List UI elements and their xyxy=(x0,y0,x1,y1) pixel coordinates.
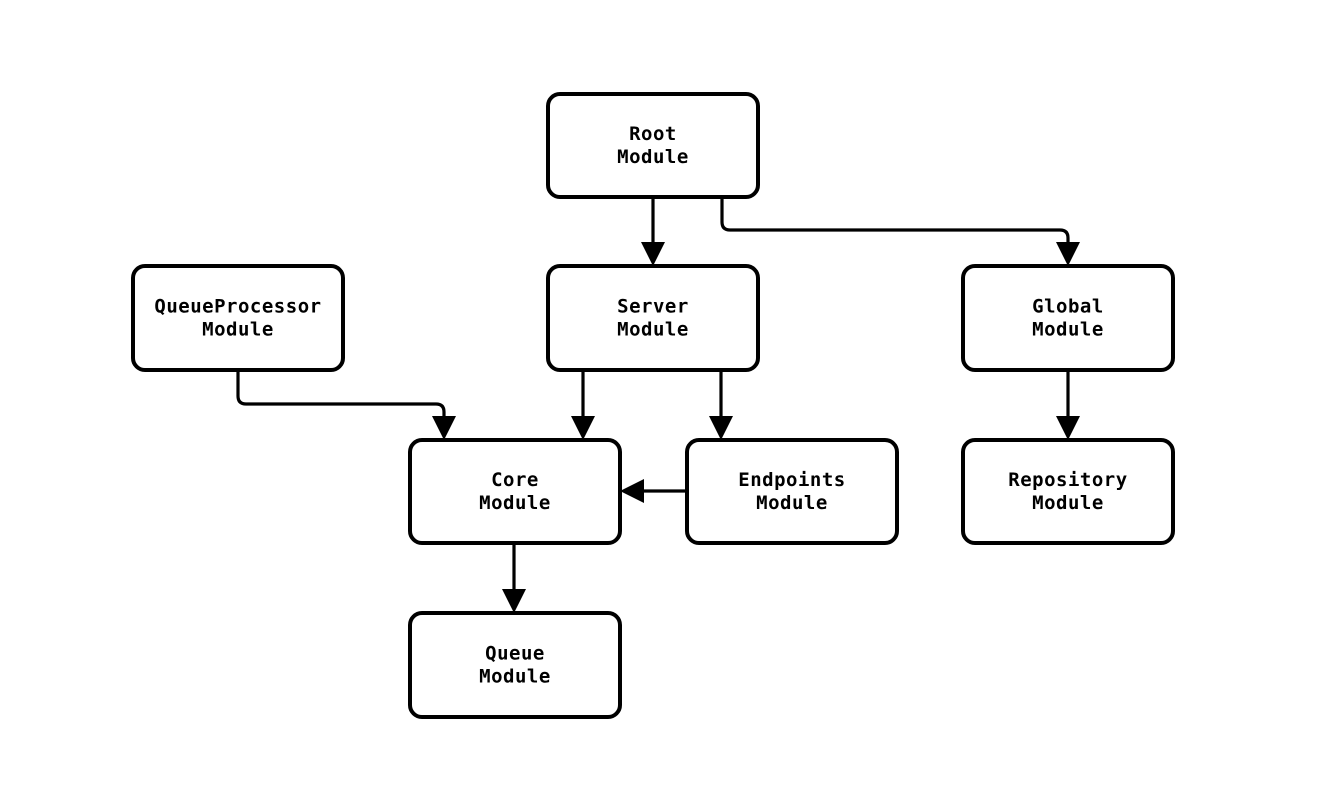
arrowhead-icon-server-to-endpoints xyxy=(709,416,733,440)
node-box-core[interactable] xyxy=(408,438,622,545)
node-label-line2-endpoints: Module xyxy=(756,492,828,514)
node-box-queue[interactable] xyxy=(408,611,622,719)
node-box-queueprocessor[interactable] xyxy=(131,264,345,372)
arrowhead-icon-queueprocessor-to-core xyxy=(432,416,456,440)
edges-layer xyxy=(236,197,1080,613)
node-label-line1-root: Root xyxy=(629,123,677,145)
node-label-line2-queueprocessor: Module xyxy=(202,319,274,341)
edge-queueprocessor-to-core xyxy=(236,370,456,440)
node-label-line1-queueprocessor: QueueProcessor xyxy=(154,296,321,318)
node-box-endpoints[interactable] xyxy=(685,438,899,545)
node-label-line1-queue: Queue xyxy=(485,643,545,665)
arrowhead-icon-root-to-server xyxy=(641,242,665,266)
edge-endpoints-to-core xyxy=(620,479,687,503)
node-box-root[interactable] xyxy=(546,92,760,199)
node-label-line1-endpoints: Endpoints xyxy=(738,469,845,491)
edge-line-root-to-global xyxy=(720,197,1070,248)
node-box-repository[interactable] xyxy=(961,438,1175,545)
node-label-line1-core: Core xyxy=(491,469,539,491)
nodes-layer: RootModuleQueueProcessorModuleServerModu… xyxy=(131,92,1175,719)
edge-line-queueprocessor-to-core xyxy=(236,370,446,422)
node-label-line2-root: Module xyxy=(617,146,689,168)
node-label-line1-server: Server xyxy=(617,296,689,318)
edge-core-to-queue xyxy=(502,543,526,613)
node-label-line2-server: Module xyxy=(617,319,689,341)
edge-root-to-global xyxy=(720,197,1080,266)
arrowhead-icon-global-to-repository xyxy=(1056,416,1080,440)
edge-root-to-server xyxy=(641,197,665,266)
node-box-server[interactable] xyxy=(546,264,760,372)
node-label-line2-global: Module xyxy=(1032,319,1104,341)
node-label-line2-core: Module xyxy=(479,492,551,514)
arrowhead-icon-endpoints-to-core xyxy=(620,479,644,503)
node-label-line1-global: Global xyxy=(1032,296,1104,318)
node-label-line1-repository: Repository xyxy=(1008,469,1127,491)
node-box-global[interactable] xyxy=(961,264,1175,372)
edge-server-to-endpoints xyxy=(709,370,733,440)
edge-server-to-core xyxy=(571,370,595,440)
node-label-line2-queue: Module xyxy=(479,666,551,688)
arrowhead-icon-server-to-core xyxy=(571,416,595,440)
edge-global-to-repository xyxy=(1056,370,1080,440)
arrowhead-icon-core-to-queue xyxy=(502,589,526,613)
node-label-line2-repository: Module xyxy=(1032,492,1104,514)
arrowhead-icon-root-to-global xyxy=(1056,242,1080,266)
